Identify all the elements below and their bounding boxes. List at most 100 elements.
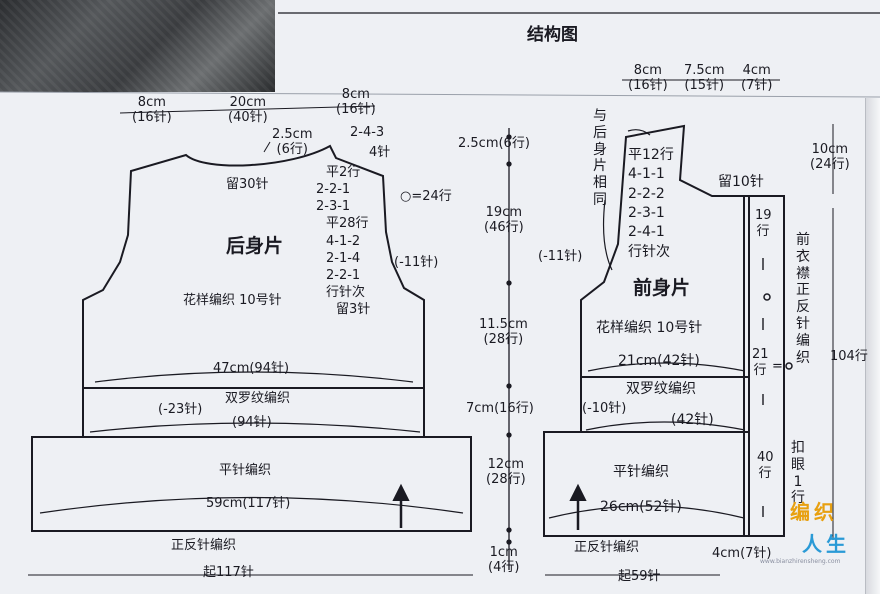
mid-dim-4: 7cm(16行) [466, 401, 534, 416]
buttonhole-char: 眼 [791, 456, 805, 473]
mid-dim-6-rows: (4行) [488, 559, 520, 575]
back-top-right-st: (16针) [336, 101, 376, 117]
back-top-mid-cm: 20cm [229, 95, 267, 110]
back-dec: (-23针) [158, 402, 203, 417]
front-neck-height-rows: (24行) [810, 156, 850, 172]
front-placket-outline [743, 195, 785, 537]
back-cast-on: 起117针 [203, 565, 254, 580]
same-char: 身 [593, 141, 607, 158]
front-cast-on: 起59针 [618, 569, 661, 584]
front-neck-line: 2-3-1 [628, 204, 665, 221]
front-neck-line: 2-2-2 [628, 185, 665, 202]
front-neck-line: 平12行 [628, 147, 674, 163]
placket-char: 反 [796, 299, 810, 316]
back-armhole-line: 4-1-2 [326, 233, 361, 249]
front-neck-line: 4-1-1 [628, 166, 665, 183]
back-top-left-dim: 8cm (16针) [132, 95, 172, 126]
back-neck-depth: 2.5cm (6行) [272, 127, 313, 158]
back-width-curve [94, 371, 414, 383]
back-top-right-dim: 8cm (16针) [336, 87, 376, 118]
back-armhole-bind: 留3针 [336, 302, 371, 318]
back-neck-dec: 2-4-3 [350, 125, 385, 140]
same-char: 与 [593, 108, 607, 124]
back-armhole-line: 2-1-4 [326, 250, 361, 266]
placket-char: 织 [796, 349, 810, 366]
back-armhole-line: 2-2-1 [326, 267, 361, 283]
back-hem-width: 59cm(117针) [206, 496, 291, 511]
buttonhole-char: 1 [793, 473, 803, 490]
back-pattern: 花样编织 10号针 [183, 293, 282, 308]
placket-40-unit: 行 [758, 465, 772, 481]
back-top-dims [119, 105, 376, 153]
mid-dim-2-cm: 19cm [485, 205, 523, 220]
placket-char: 针 [796, 315, 810, 332]
same-char: 后 [593, 124, 607, 141]
back-border: 正反针编织 [171, 538, 237, 553]
placket-40-num: 40 [757, 450, 774, 465]
front-piece-name: 前身片 [633, 277, 691, 299]
back-arrow-head [392, 483, 410, 501]
front-top-mid-cm: 7.5cm [684, 63, 725, 78]
back-hem-outline [31, 436, 472, 532]
front-top-mid-st: (15针) [684, 77, 725, 93]
buttonhole-note: 扣 眼 1 行 [790, 440, 806, 507]
front-rib-count: (42针) [671, 412, 714, 428]
front-rib-label: 双罗纹编织 [626, 381, 696, 397]
placket-char: 编 [796, 332, 810, 349]
back-rib-curve [89, 422, 421, 433]
same-char: 同 [593, 191, 607, 208]
front-top-right-st: (7针) [741, 77, 773, 93]
mid-dim-3-cm: 11.5cm [479, 317, 528, 332]
back-center-cast: 留30针 [226, 177, 269, 192]
front-pattern: 花样编织 10号针 [596, 320, 703, 336]
front-top-left-cm: 8cm [633, 63, 662, 78]
back-armhole-line: 行针次 [326, 285, 366, 301]
mid-dim-3: 11.5cm (28行) [479, 317, 528, 348]
placket-char: 前 [796, 232, 810, 248]
back-width: 47cm(94针) [213, 361, 290, 376]
placket-char: 襟 [796, 265, 810, 282]
front-border: 正反针编织 [574, 540, 640, 555]
front-hem-width: 26cm(52针) [600, 499, 682, 515]
watermark-char: 人 [802, 532, 822, 556]
placket-19-num: 19 [755, 208, 772, 223]
watermark-url: www.bianzhirensheng.com [760, 558, 841, 565]
placket-eq: = [772, 359, 783, 374]
mid-dim-6-cm: 1cm [489, 545, 518, 560]
back-neck-dec2: 4针 [369, 145, 391, 160]
back-armhole-table: 平2行 2-2-1 2-3-1 平28行 4-1-2 2-1-4 2-2-1 行… [316, 164, 370, 318]
mid-dim-5: 12cm (28行) [486, 457, 526, 488]
page-fold [0, 91, 880, 98]
placket-char: 正 [796, 282, 810, 299]
front-top-right-cm: 4cm [742, 63, 771, 78]
placket-19: 19 行 [755, 208, 772, 239]
row-symbol: ○=24行 [400, 189, 452, 204]
front-top-left-st: (16针) [628, 77, 668, 93]
watermark-char: 生 [826, 532, 846, 556]
buttonhole-char: 扣 [791, 440, 805, 456]
back-armhole-line: 2-3-1 [316, 199, 351, 215]
back-top-left-st: (16针) [132, 109, 172, 125]
back-rib-count: (94针) [232, 415, 272, 430]
front-dec: (-10针) [582, 401, 627, 416]
back-top-mid-dim: 20cm (40针) [228, 95, 268, 126]
middle-dimension [506, 128, 512, 570]
mid-dim-5-rows: (28行) [486, 471, 526, 487]
back-neck-depth-cm: 2.5cm [272, 127, 313, 142]
back-armhole-line: 平2行 [326, 165, 361, 180]
front-placket-label: 前 衣 襟 正 反 针 编 织 [795, 232, 811, 366]
back-armhole-total: (-11针) [394, 255, 439, 270]
mid-dim-2-rows: (46行) [484, 219, 524, 235]
same-arrow [627, 129, 651, 136]
same-char: 片 [593, 158, 607, 175]
front-neck-line: 行针次 [628, 243, 670, 260]
mid-dim-5-cm: 12cm [487, 457, 525, 472]
watermark-char: 织 [814, 500, 834, 524]
front-armhole-total: (-11针) [538, 249, 583, 264]
back-neck-depth-rows: (6行) [276, 141, 308, 157]
back-body-outline [82, 144, 425, 438]
front-rib-curve [585, 421, 746, 431]
garment-photo [0, 0, 275, 92]
mid-dim-2: 19cm (46行) [484, 205, 524, 236]
front-width-curve [587, 362, 746, 372]
